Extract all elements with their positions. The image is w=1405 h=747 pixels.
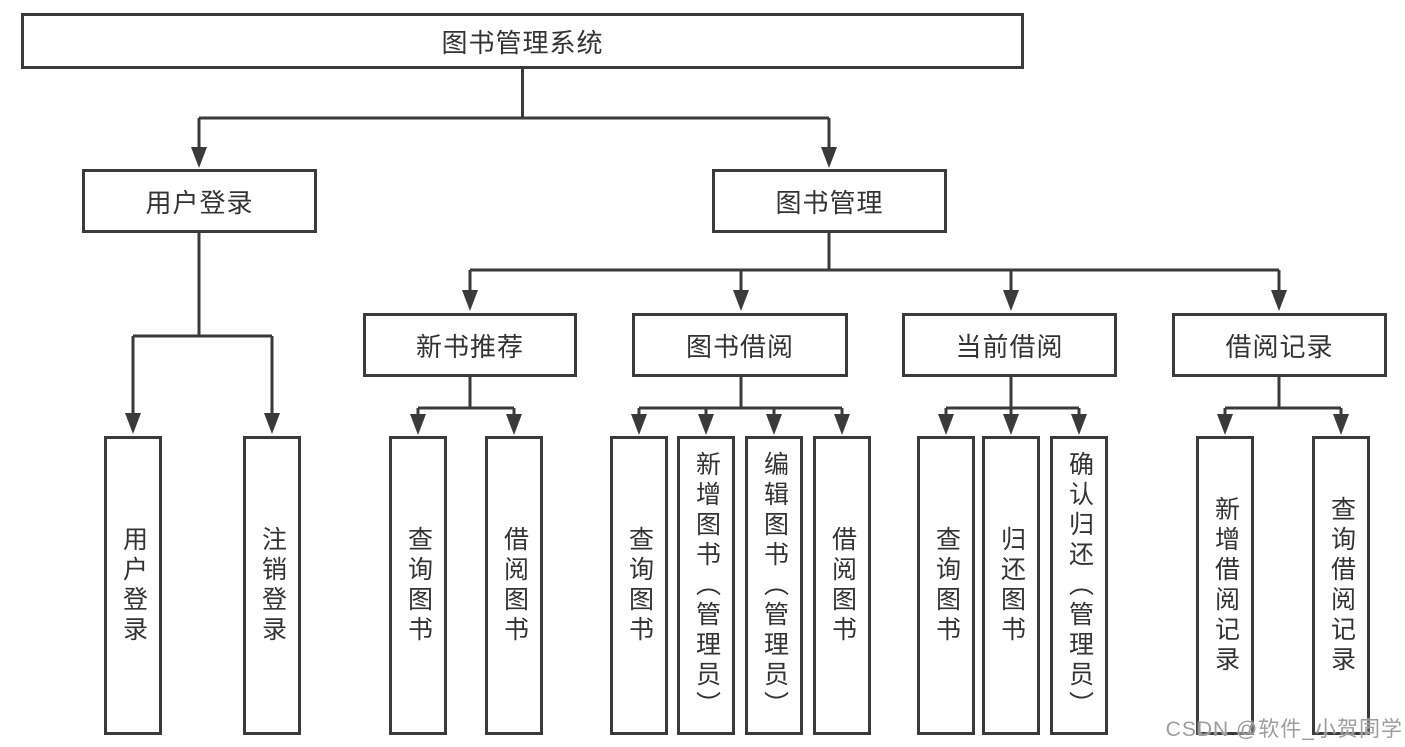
leaf-return-books: 归还图书 (982, 436, 1040, 735)
node-borrow-records: 借阅记录 (1172, 313, 1387, 377)
leaf-logout-login: 注销登录 (243, 436, 301, 735)
leaf-add-books-admin: 新增图书（管理员） (677, 436, 735, 735)
node-library-management-system: 图书管理系统 (21, 13, 1024, 69)
node-label: 借阅记录 (1225, 331, 1334, 362)
node-label: 用户登录 (145, 187, 254, 218)
node-label: 查询图书 (932, 525, 961, 646)
connector-new-book (410, 377, 522, 435)
connector-book-borrow (631, 377, 850, 435)
node-label: 新增借阅记录 (1211, 495, 1240, 676)
leaf-borrow-query-books: 查询图书 (610, 436, 668, 735)
node-label: 用户登录 (119, 525, 148, 646)
node-book-borrow: 图书借阅 (632, 313, 848, 377)
node-label: 查询图书 (404, 525, 433, 646)
leaf-edit-books-admin: 编辑图书（管理员） (745, 436, 803, 735)
node-label: 注销登录 (258, 525, 287, 646)
connector-root (191, 69, 837, 168)
node-new-book-recommend: 新书推荐 (363, 313, 577, 377)
node-current-borrow: 当前借阅 (902, 313, 1117, 377)
leaf-confirm-return-admin: 确认归还（管理员） (1050, 436, 1108, 735)
node-label: 归还图书 (997, 525, 1026, 646)
node-label: 确认归还（管理员） (1065, 450, 1094, 721)
node-label: 查询图书 (625, 525, 654, 646)
node-label: 图书管理 (775, 187, 884, 218)
node-label: 借阅图书 (828, 525, 857, 646)
node-label: 编辑图书（管理员） (760, 450, 789, 721)
node-label: 借阅图书 (500, 525, 529, 646)
connector-user-login (125, 233, 280, 434)
node-user-login: 用户登录 (82, 169, 317, 233)
node-label: 新书推荐 (415, 331, 524, 362)
leaf-current-query-books: 查询图书 (917, 436, 975, 735)
leaf-borrow-books: 借阅图书 (485, 436, 543, 735)
leaf-query-books: 查询图书 (389, 436, 447, 735)
connector-book-management (462, 233, 1287, 311)
node-label: 当前借阅 (955, 331, 1064, 362)
csdn-watermark: CSDN @软件_小贺同学 (1165, 718, 1403, 741)
node-label: 新增图书（管理员） (692, 450, 721, 721)
node-label: 图书借阅 (685, 331, 794, 362)
node-label: 图书管理系统 (441, 27, 604, 58)
node-label: 查询借阅记录 (1327, 495, 1356, 676)
connector-borrow-records (1217, 377, 1349, 435)
node-book-management: 图书管理 (712, 169, 947, 233)
leaf-add-borrow-record: 新增借阅记录 (1196, 436, 1254, 735)
leaf-query-borrow-record: 查询借阅记录 (1312, 436, 1370, 735)
leaf-user-login: 用户登录 (104, 436, 162, 735)
leaf-borrow-borrow-books: 借阅图书 (813, 436, 871, 735)
connector-current-borrow (938, 377, 1087, 435)
